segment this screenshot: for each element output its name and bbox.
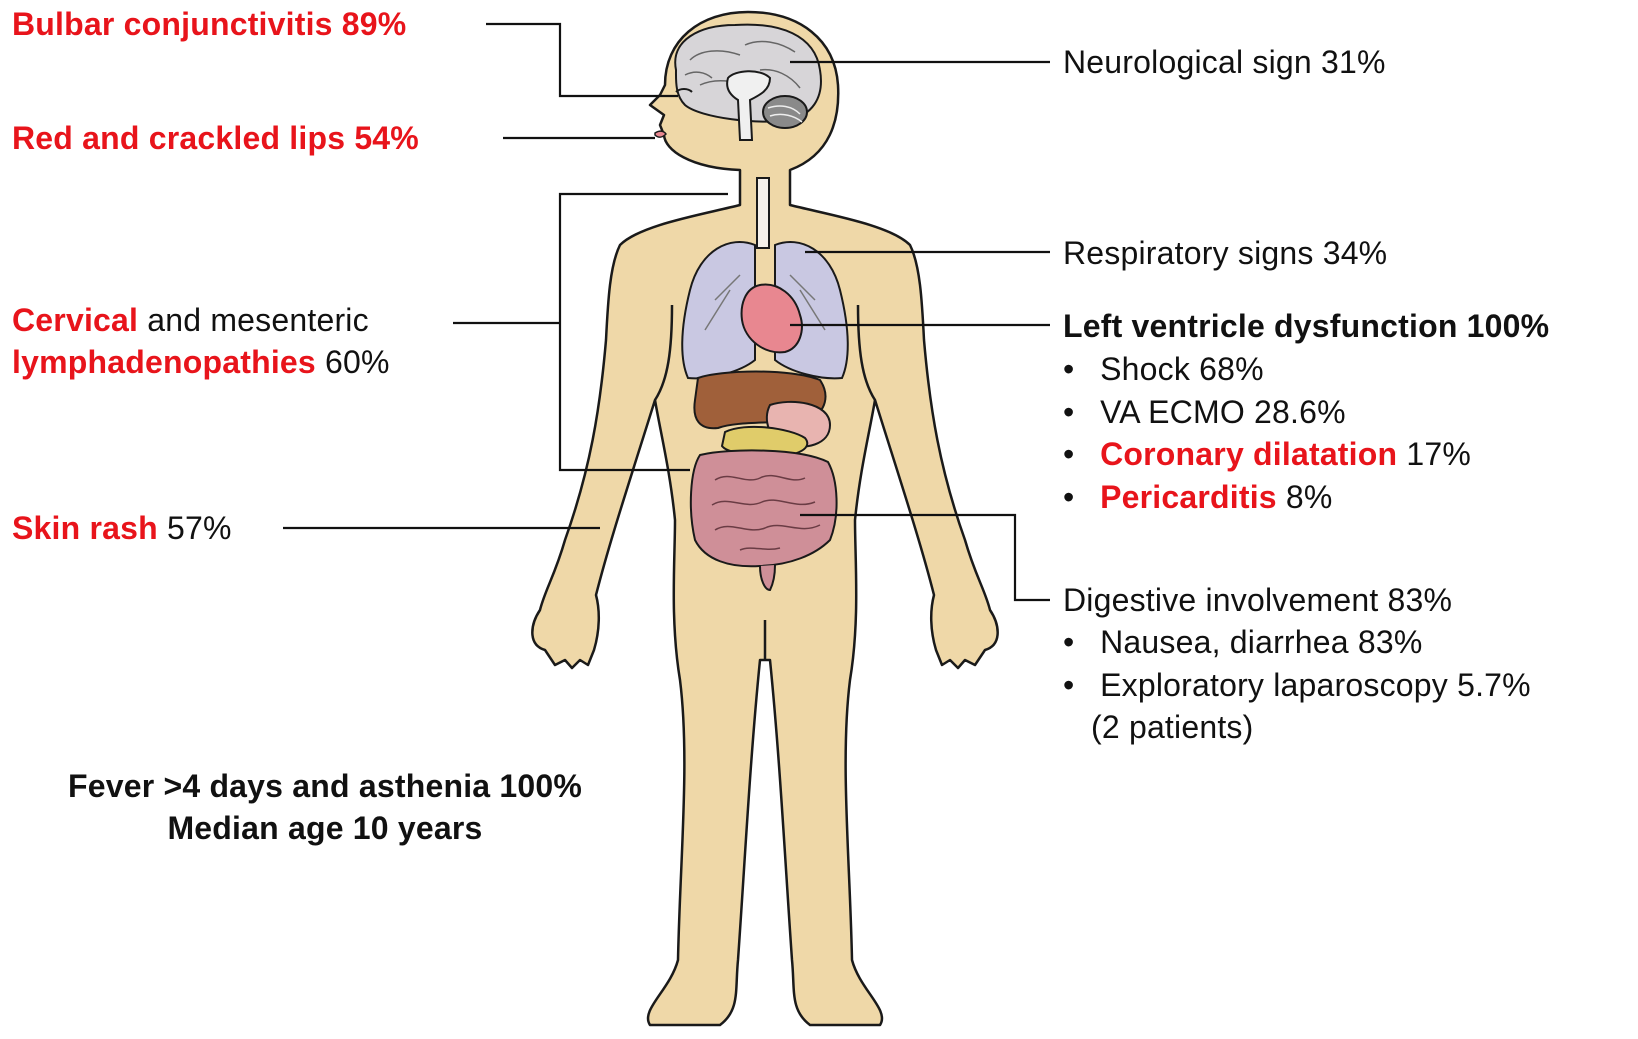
digestive-item-nausea-name: Nausea, diarrhea — [1100, 624, 1349, 660]
lv-item-coronary-value: 17% — [1406, 436, 1471, 472]
bulbar-text: Bulbar conjunctivitis — [12, 6, 333, 42]
digestive-item-laparoscopy-name: Exploratory laparoscopy — [1100, 667, 1448, 703]
lymph-label-line1: Cervical and mesenteric — [12, 300, 369, 340]
lv-item-shock-name: Shock — [1100, 351, 1190, 387]
lips-text: Red and crackled lips — [12, 120, 345, 156]
bulbar-line — [486, 24, 678, 96]
bulbar-value: 89% — [342, 6, 407, 42]
lv-item-pericarditis-value: 8% — [1286, 479, 1333, 515]
lv-item-ecmo-name: VA ECMO — [1100, 394, 1245, 430]
lips-value: 54% — [354, 120, 419, 156]
lv-item-shock-value: 68% — [1199, 351, 1264, 387]
digestive-note: (2 patients) — [1091, 707, 1253, 747]
lips — [655, 131, 666, 137]
digestive-item-laparoscopy: Exploratory laparoscopy 5.7% — [1063, 665, 1531, 705]
summary-line1: Fever >4 days and asthenia 100% — [20, 766, 630, 806]
bulbar-label: Bulbar conjunctivitis 89% — [12, 4, 406, 44]
trachea — [757, 178, 769, 248]
skin-label: Skin rash 57% — [12, 508, 232, 548]
lymph-term: lymphadenopathies — [12, 344, 316, 380]
digestive-item-laparoscopy-value: 5.7% — [1457, 667, 1531, 703]
lv-item-ecmo-value: 28.6% — [1254, 394, 1346, 430]
neuro-label: Neurological sign 31% — [1063, 42, 1386, 82]
lv-item-ecmo: VA ECMO 28.6% — [1063, 392, 1346, 432]
lymph-label-line2: lymphadenopathies 60% — [12, 342, 390, 382]
lv-title: Left ventricle dysfunction 100% — [1063, 306, 1549, 346]
lv-item-shock: Shock 68% — [1063, 349, 1264, 389]
lv-item-coronary-name: Coronary dilatation — [1100, 436, 1397, 472]
summary-line2: Median age 10 years — [20, 808, 630, 848]
lymph-value: 60% — [325, 344, 390, 380]
lv-item-pericarditis-name: Pericarditis — [1100, 479, 1277, 515]
lymph-mesenteric: and mesenteric — [147, 302, 369, 338]
digestive-title: Digestive involvement 83% — [1063, 580, 1452, 620]
lips-label: Red and crackled lips 54% — [12, 118, 419, 158]
lv-item-coronary: Coronary dilatation 17% — [1063, 434, 1471, 474]
digestive-item-nausea-value: 83% — [1358, 624, 1423, 660]
lv-item-pericarditis: Pericarditis 8% — [1063, 477, 1333, 517]
lymph-cervical: Cervical — [12, 302, 138, 338]
skin-value: 57% — [167, 510, 232, 546]
digestive-item-nausea: Nausea, diarrhea 83% — [1063, 622, 1423, 662]
resp-label: Respiratory signs 34% — [1063, 233, 1387, 273]
skin-text: Skin rash — [12, 510, 158, 546]
